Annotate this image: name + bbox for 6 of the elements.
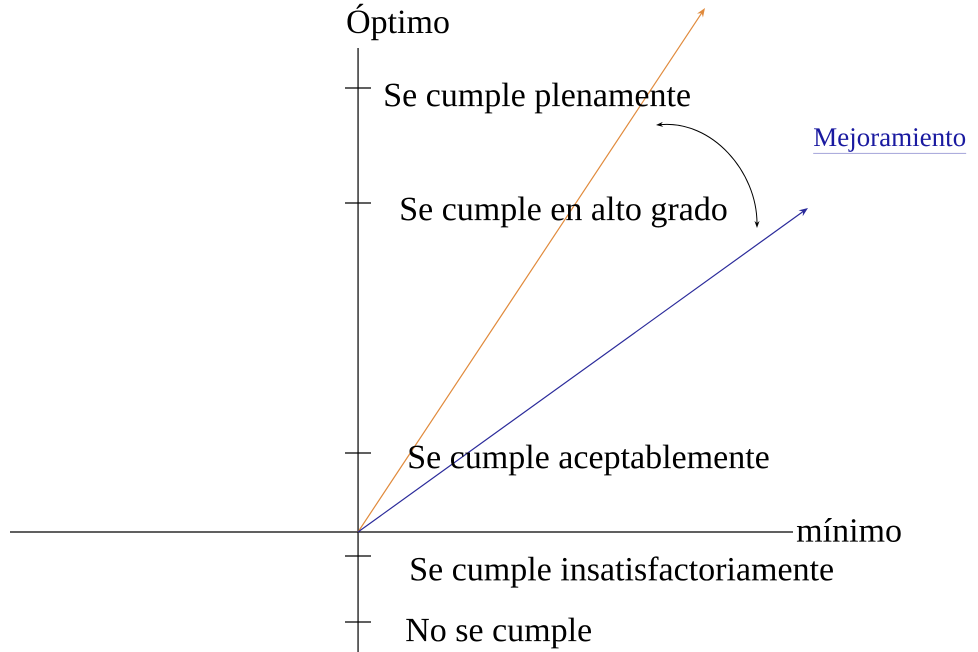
axis-label: Óptimo	[347, 4, 449, 40]
level-label: Se cumple aceptablemente	[409, 444, 769, 476]
link-text: Mejoramiento	[813, 128, 966, 154]
level-label: Se cumple insatisfactoriamente	[411, 556, 833, 588]
level-label: No se cumple	[406, 618, 591, 648]
axis-label: mínimo	[796, 518, 901, 542]
